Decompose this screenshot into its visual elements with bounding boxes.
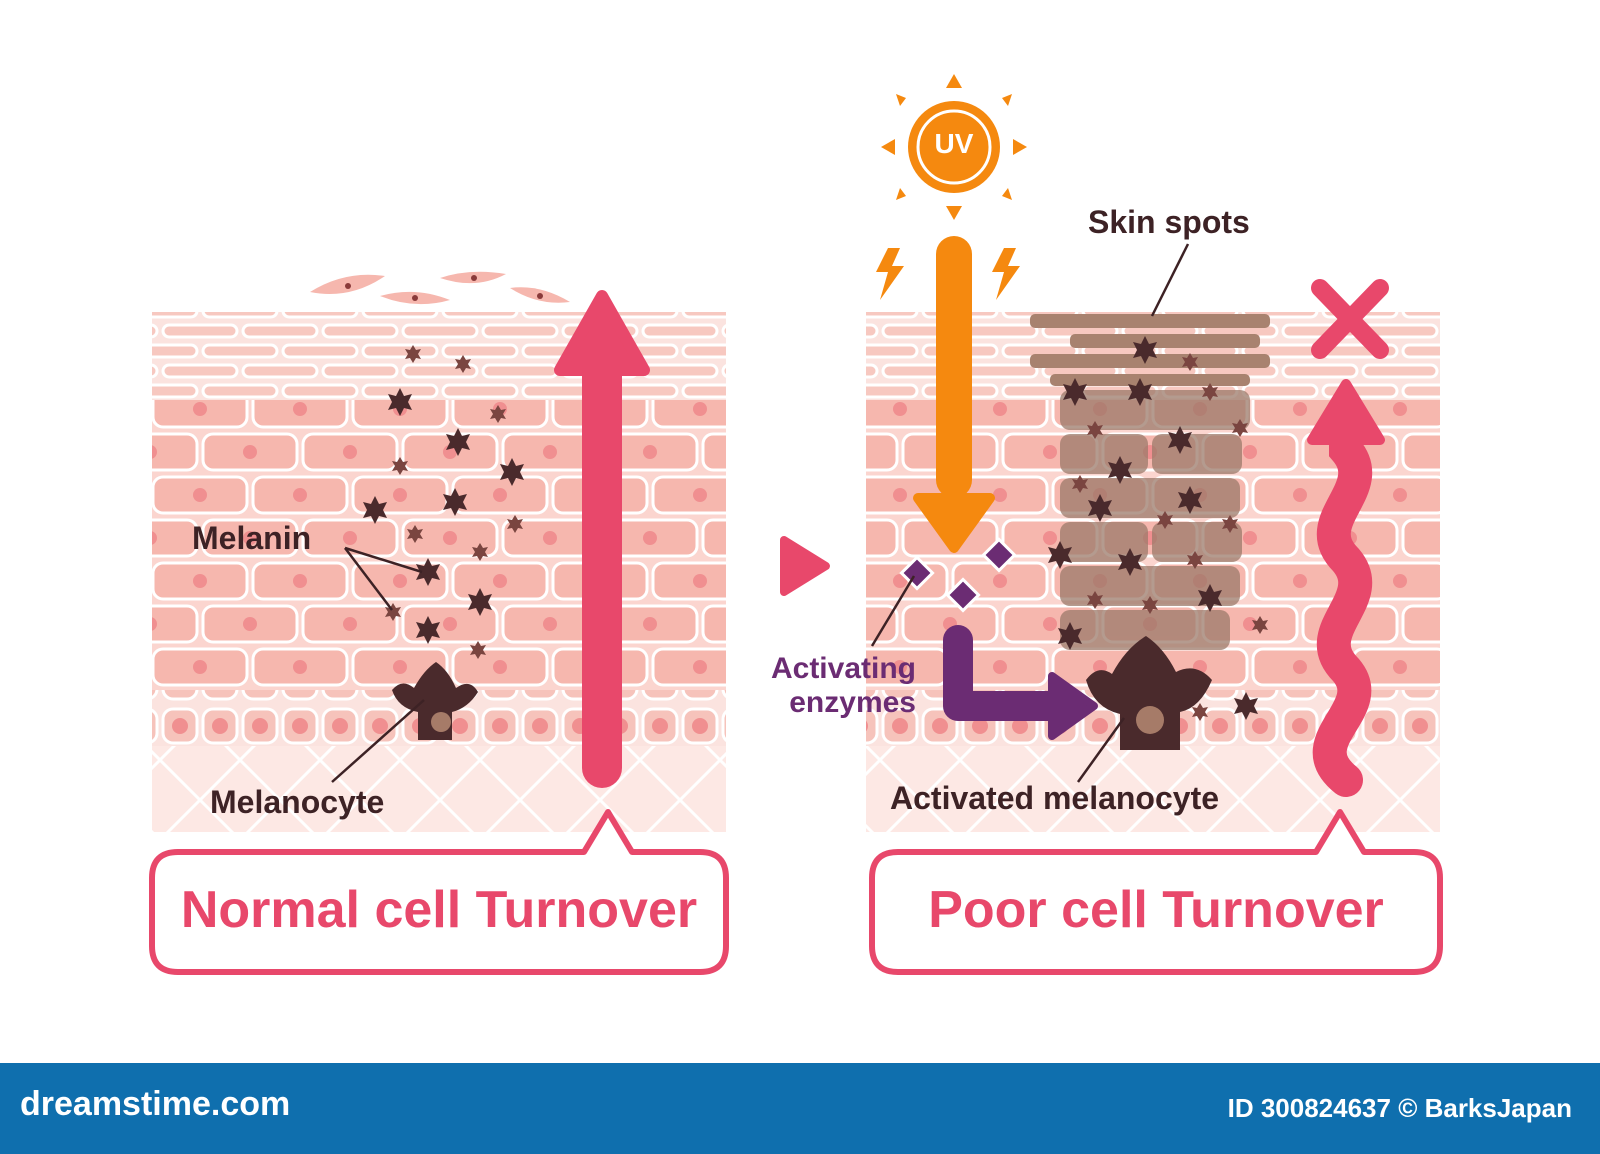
activating-enzymes-line1: Activating	[770, 652, 916, 685]
activated-melanocyte-cell	[1086, 636, 1212, 750]
skin-spot-layers	[1030, 314, 1270, 386]
normal-skin-panel	[149, 271, 729, 975]
uv-label: UV	[934, 128, 974, 159]
skin-spots-label: Skin spots	[1088, 204, 1250, 240]
leader-lines-right	[870, 243, 1190, 783]
melanin-label: Melanin	[192, 520, 312, 556]
lightning-icon-left	[876, 248, 904, 300]
caption-box-normal	[149, 809, 729, 975]
turnover-arrow-up	[554, 290, 650, 788]
normal-turnover-caption: Normal cell Turnover	[180, 881, 698, 939]
blocked-x-icon	[1311, 279, 1389, 359]
slow-turnover-arrow	[1307, 379, 1385, 797]
transition-arrow	[780, 536, 830, 596]
shedding-cells	[310, 271, 570, 305]
uv-sun-icon	[881, 74, 1027, 220]
melanocyte-cell	[392, 662, 478, 740]
activating-enzymes-line2: enzymes	[789, 686, 916, 719]
brand-watermark[interactable]: dreamstime.com	[20, 1085, 291, 1123]
leader-lines-left	[331, 546, 425, 783]
activated-melanocyte-label: Activated melanocyte	[890, 780, 1220, 816]
poor-turnover-caption: Poor cell Turnover	[928, 881, 1384, 939]
enzyme-diamonds	[899, 537, 1017, 613]
poor-skin-panel	[866, 74, 1443, 975]
activating-enzymes-label: Activating enzymes	[730, 652, 916, 720]
skin-turnover-diagram	[149, 74, 1443, 975]
uv-arrow-down	[913, 236, 995, 553]
melanin-accumulation	[1060, 390, 1250, 650]
caption-box-poor	[869, 809, 1443, 975]
lightning-icon-right	[992, 248, 1020, 300]
enzyme-activation-arrow	[943, 625, 1098, 740]
melanocyte-label: Melanocyte	[210, 784, 385, 820]
footer-bar: dreamstime.com ID 300824637 © BarksJapan	[0, 1063, 1600, 1154]
image-credit: ID 300824637 © BarksJapan	[1227, 1093, 1572, 1123]
